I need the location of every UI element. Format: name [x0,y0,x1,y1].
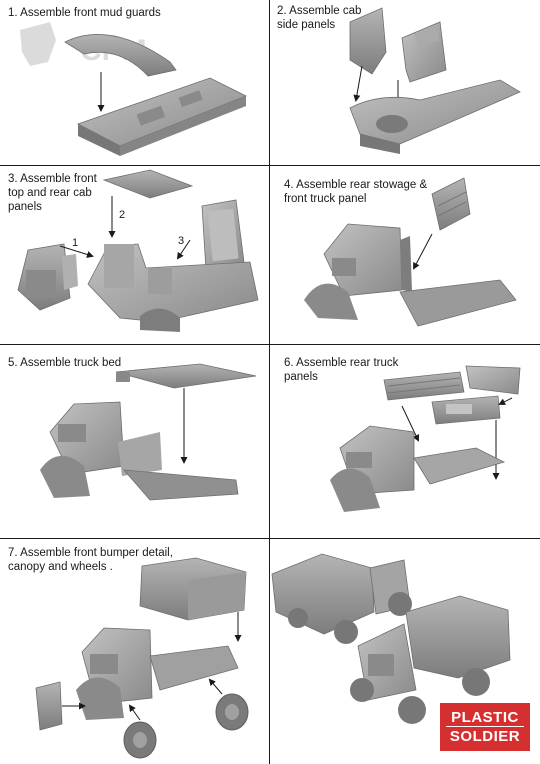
step-7-wheel-front-icon [123,721,157,759]
finished-truck-front-view [350,595,511,724]
step-7-arrow-wheel-2 [208,678,223,695]
step-5-label: 5. Assemble truck bed [8,357,122,369]
step-7-bumper-part [35,681,63,731]
step-6-truck [330,425,506,512]
step-2-chassis [349,79,521,154]
plastic-soldier-logo: PLASTIC SOLDIER [440,703,530,751]
step-7-arrow-wheel-1 [128,704,141,721]
logo-line-1: PLASTIC [451,709,519,726]
step-5-truck [40,401,239,501]
step-3-arrow-3 [176,239,191,260]
logo-line-2: SOLDIER [449,728,521,745]
row-divider-3 [0,538,540,539]
step-3-callout-2: 2 [119,209,125,221]
finished-truck-rear-view [271,553,412,644]
step-7-truck [76,627,239,720]
step-4-stowage-part [431,177,471,231]
step-6-arrow-1 [401,405,420,442]
step-7-label: 7. Assemble front bumper detail, canopy … [8,547,173,573]
step-4-arrow [413,233,433,270]
step-1-chassis [76,77,247,156]
step-3-roof-panel [102,169,194,199]
step-7-wheel-rear-icon [215,693,249,731]
step-7-canopy-part [139,557,247,621]
row-divider-1 [0,165,540,166]
step-4-label: 4. Assemble rear stowage & front truck p… [284,179,428,205]
step-6-label: 6. Assemble rear truck panels [284,357,399,383]
step-6-arrow-2 [498,397,513,405]
step-1-label: 1. Assemble front mud guards [8,7,161,19]
step-3-chassis [87,243,259,332]
step-5-bed-part [115,363,257,389]
step-3-callout-1: 1 [72,237,78,249]
step-2-cab-panels [349,7,447,83]
logo-rule [446,726,524,727]
step-3-callout-3: 3 [178,235,184,247]
step-3-arrow-1 [59,245,94,258]
step-3-label: 3. Assemble front top and rear cab panel… [8,173,97,213]
row-divider-2 [0,344,540,345]
step-6-side-panels [383,365,521,425]
step-1-mudguard-part [64,34,177,77]
step-4-truck [304,223,517,327]
step-3-rear-panel [201,199,245,271]
step-3-front-part [17,243,78,311]
step-2-label: 2. Assemble cab side panels [277,5,362,31]
step-2-arrow-1 [353,65,363,102]
vertical-divider [269,0,270,764]
